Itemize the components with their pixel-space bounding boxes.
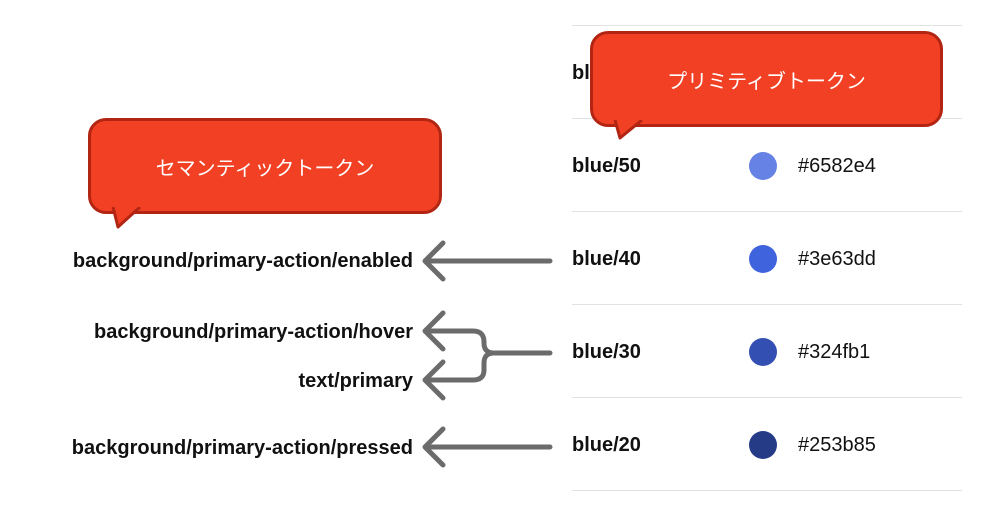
arrow-text-primary	[422, 350, 497, 401]
primitive-token-name: blue/40	[572, 248, 641, 270]
semantic-token-bubble-label: セマンティックトークン	[155, 157, 375, 180]
row-divider	[572, 25, 962, 26]
semantic-bubble-tail	[111, 207, 142, 229]
hex-value: #6582e4	[798, 155, 876, 177]
row-divider	[572, 397, 962, 398]
primitive-token-name: blue/30	[572, 341, 641, 363]
hex-value: #3e63dd	[798, 248, 876, 270]
primitive-token-name: blue/50	[572, 155, 641, 177]
semantic-token-pressed: background/primary-action/pressed	[71, 437, 413, 459]
primitive-bubble-tail	[613, 120, 643, 140]
arrow-enabled	[422, 240, 553, 282]
color-swatch	[749, 245, 777, 273]
semantic-token-bubble: セマンティックトークン	[88, 118, 442, 214]
primitive-token-bubble: プリミティブトークン	[590, 31, 943, 127]
arrow-pressed	[422, 426, 553, 468]
primitive-token-name: blue/20	[572, 434, 641, 456]
color-swatch	[749, 338, 777, 366]
semantic-token-hover: background/primary-action/hover	[94, 321, 413, 343]
row-divider	[572, 211, 962, 212]
semantic-token-text-primary: text/primary	[298, 370, 414, 392]
primitive-token-bubble-label: プリミティブトークン	[667, 70, 866, 93]
hex-value: #253b85	[798, 434, 876, 456]
row-divider	[572, 490, 962, 491]
color-swatch	[749, 152, 777, 180]
row-divider	[572, 304, 962, 305]
color-swatch	[749, 431, 777, 459]
arrow-hover	[422, 310, 497, 356]
hex-value: #324fb1	[798, 341, 871, 363]
semantic-token-enabled: background/primary-action/enabled	[72, 250, 413, 272]
